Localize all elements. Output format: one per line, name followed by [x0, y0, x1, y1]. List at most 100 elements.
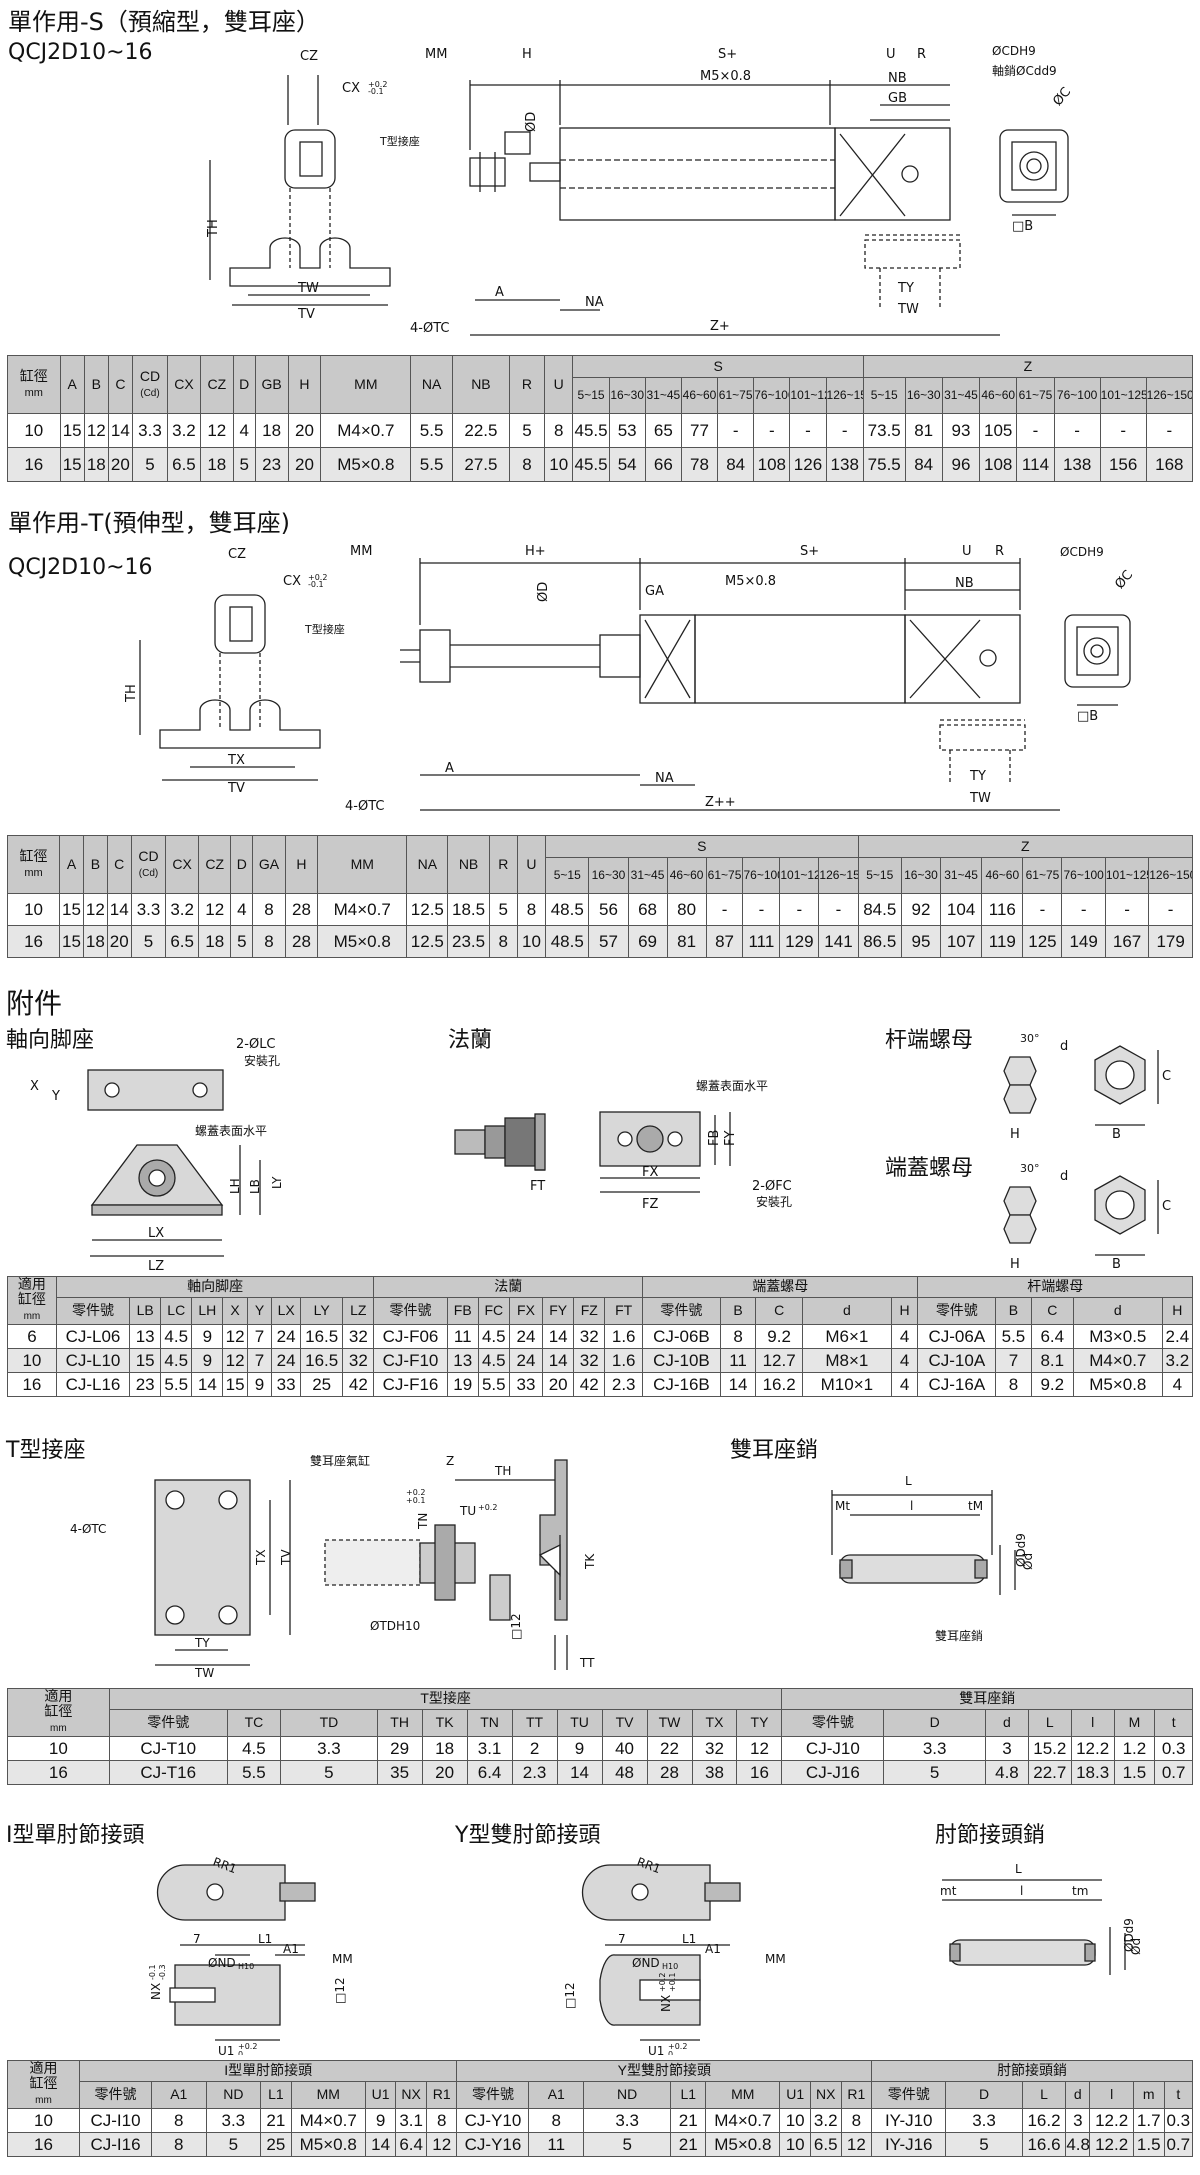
svg-text:ØCDH9: ØCDH9: [1060, 545, 1104, 559]
svg-text:d: d: [1060, 1169, 1068, 1184]
svg-text:雙耳座氣缸: 雙耳座氣缸: [310, 1455, 370, 1468]
svg-text:Z: Z: [446, 1455, 454, 1468]
svg-text:T型接座: T型接座: [304, 622, 345, 636]
svg-text:TK: TK: [583, 1553, 597, 1570]
svg-text:TX: TX: [254, 1549, 268, 1566]
svg-text:TH: TH: [124, 684, 139, 703]
svg-text:TW: TW: [194, 1666, 214, 1680]
svg-text:Y: Y: [51, 1089, 60, 1104]
svg-text:0: 0: [668, 2050, 673, 2055]
svg-text:NB: NB: [955, 576, 974, 591]
svg-text:NB: NB: [888, 71, 907, 86]
svg-text:安裝孔: 安裝孔: [756, 1194, 792, 1209]
svg-text:30°: 30°: [1020, 1032, 1040, 1045]
joint-pin-title: 肘節接頭銷: [935, 1823, 1046, 1848]
svg-text:TY: TY: [194, 1636, 210, 1650]
svg-text:TW: TW: [969, 791, 991, 806]
svg-text:T型接座: T型接座: [379, 134, 420, 148]
svg-text:LH: LH: [228, 1178, 242, 1194]
svg-text:X: X: [30, 1079, 39, 1094]
rod-nut-title: 杆端螺母: [885, 1028, 974, 1053]
svg-text:l: l: [910, 1499, 913, 1513]
svg-text:-0.1: -0.1: [148, 1964, 157, 1980]
svg-text:H10: H10: [662, 1962, 678, 1971]
svg-text:雙耳座銷: 雙耳座銷: [935, 1628, 983, 1643]
svg-text:ØC: ØC: [1050, 85, 1074, 109]
svg-text:CZ: CZ: [228, 547, 246, 562]
svg-text:NX: NX: [149, 1983, 163, 2000]
svg-text:R: R: [917, 47, 926, 62]
svg-text:ØC: ØC: [1112, 568, 1136, 592]
svg-text:-0.3: -0.3: [158, 1964, 167, 1980]
svg-text:-0.1: -0.1: [368, 87, 384, 96]
svg-text:MM: MM: [350, 544, 372, 559]
svg-text:TH: TH: [494, 1464, 511, 1478]
svg-text:l: l: [1020, 1884, 1023, 1898]
svg-text:TU: TU: [459, 1504, 476, 1518]
svg-text:□12: □12: [333, 1977, 347, 2004]
svg-text:LX: LX: [148, 1226, 164, 1241]
model-number: QCJ2D10~16: [8, 555, 153, 580]
svg-text:M5×0.8: M5×0.8: [700, 69, 751, 84]
svg-text:Ød: Ød: [1021, 1553, 1035, 1570]
svg-text:B: B: [1112, 1127, 1121, 1142]
svg-text:ØND: ØND: [208, 1956, 236, 1970]
svg-text:+0.2: +0.2: [368, 80, 387, 89]
svg-text:軸銷ØCdd9: 軸銷ØCdd9: [992, 63, 1057, 78]
model-number: QCJ2D10~16: [8, 40, 153, 65]
section-title-single-acting-s: 單作用-S（預縮型，雙耳座）: [8, 8, 320, 36]
svg-text:□B: □B: [1077, 709, 1098, 724]
svg-text:7: 7: [193, 1932, 201, 1946]
svg-text:tm: tm: [1072, 1884, 1088, 1898]
svg-text:Mt: Mt: [835, 1499, 850, 1513]
svg-text:FY: FY: [723, 1131, 738, 1146]
svg-text:+0.1: +0.1: [668, 1973, 677, 1992]
svg-text:30°: 30°: [1020, 1162, 1040, 1175]
svg-text:螺蓋表面水平: 螺蓋表面水平: [195, 1124, 267, 1138]
svg-text:□B: □B: [1012, 219, 1033, 234]
svg-text:MM: MM: [332, 1952, 353, 1966]
svg-text:FZ: FZ: [642, 1197, 658, 1212]
svg-text:A: A: [445, 761, 454, 776]
svg-text:U1: U1: [648, 2044, 664, 2055]
svg-text:H: H: [1010, 1127, 1020, 1142]
svg-text:LZ: LZ: [148, 1259, 164, 1270]
svg-text:U1: U1: [218, 2044, 234, 2055]
svg-text:A: A: [495, 285, 504, 300]
svg-text:TY: TY: [969, 769, 986, 784]
clevis-pin-title: 雙耳座銷: [730, 1438, 819, 1463]
svg-text:+0.1: +0.1: [406, 1496, 425, 1505]
section-title-single-acting-t: 單作用-T(預伸型，雙耳座): [8, 509, 291, 537]
svg-text:安裝孔: 安裝孔: [244, 1053, 280, 1068]
svg-text:ØD: ØD: [536, 582, 551, 602]
svg-text:ØD: ØD: [524, 112, 539, 132]
svg-text:Z++: Z++: [705, 795, 736, 810]
svg-text:2-ØFC: 2-ØFC: [752, 1179, 792, 1194]
svg-text:M5×0.8: M5×0.8: [725, 574, 776, 589]
svg-text:C: C: [1162, 1199, 1171, 1214]
svg-text:TY: TY: [897, 281, 914, 296]
svg-text:C: C: [1162, 1069, 1171, 1084]
svg-text:A1: A1: [283, 1942, 299, 1956]
svg-text:Z+: Z+: [710, 319, 730, 334]
svg-text:U: U: [886, 47, 896, 62]
end-nut-title: 端蓋螺母: [885, 1156, 974, 1181]
svg-text:7: 7: [618, 1932, 626, 1946]
svg-text:L1: L1: [682, 1932, 696, 1946]
svg-text:FB: FB: [707, 1130, 722, 1146]
svg-text:LY: LY: [270, 1176, 284, 1189]
svg-text:TV: TV: [297, 307, 315, 322]
